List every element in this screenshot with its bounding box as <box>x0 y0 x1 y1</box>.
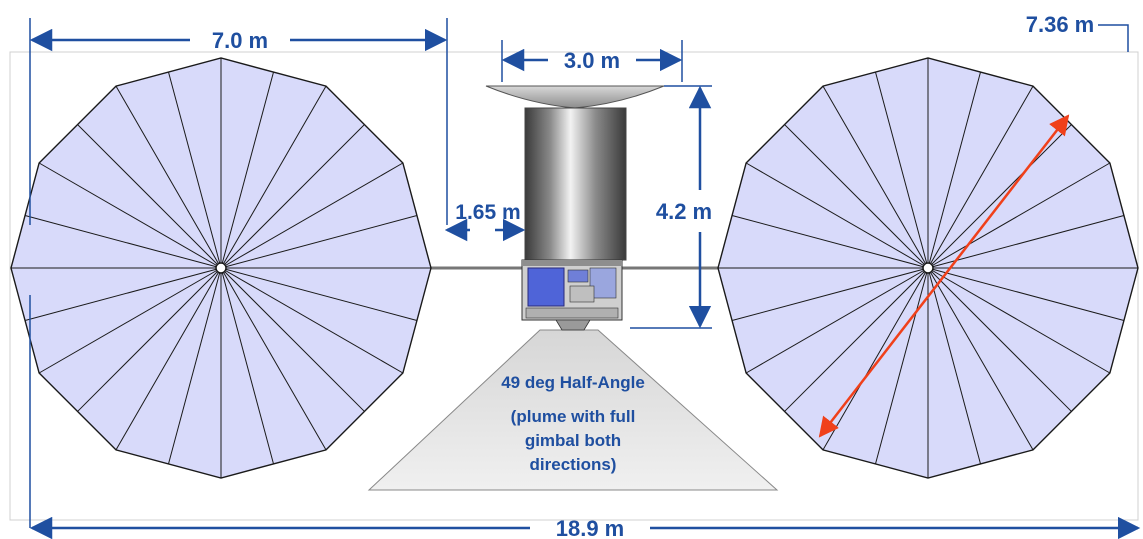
array-rib <box>220 215 418 269</box>
array-rib <box>77 267 222 412</box>
body-height-label: 4.2 m <box>656 199 712 224</box>
offset-label: 1.65 m <box>455 201 520 224</box>
dimension-total-span: 18.9 m <box>29 295 1141 539</box>
array-diagonal-label: 7.36 m <box>1026 12 1095 37</box>
array-rib <box>220 124 365 269</box>
array-width-label: 7.0 m <box>212 28 268 53</box>
left-solar-array <box>10 57 432 479</box>
dimension-body-height: 4.2 m <box>630 85 712 329</box>
array-rib <box>220 267 327 451</box>
right-solar-array <box>717 57 1139 479</box>
array-hub <box>922 262 934 274</box>
array-rib <box>38 162 222 269</box>
dimension-array-width: 7.0 m <box>29 18 448 225</box>
array-rib <box>220 267 365 412</box>
array-rib <box>220 267 418 321</box>
array-rib <box>220 85 327 269</box>
array-rib <box>220 267 404 374</box>
total-span-label: 18.9 m <box>556 516 625 539</box>
frame <box>9 51 1139 521</box>
array-rib <box>77 124 222 269</box>
array-rib <box>115 85 222 269</box>
dimension-dish-width: 3.0 m <box>501 40 683 82</box>
plume-note-line3: directions) <box>530 455 617 474</box>
array-rib <box>24 215 222 269</box>
array-hub <box>215 262 227 274</box>
dish-width-label: 3.0 m <box>564 48 620 73</box>
array-rib <box>115 267 222 451</box>
antenna-dish <box>485 85 665 109</box>
plume-note-line2: gimbal both <box>525 431 621 450</box>
array-rib <box>220 267 274 465</box>
equipment-bus <box>521 259 623 331</box>
array-rib <box>168 71 222 269</box>
array-rib <box>220 162 404 269</box>
dimension-array-diagonal: 7.36 m <box>818 12 1129 438</box>
plume-annotation: 49 deg Half-Angle (plume with full gimba… <box>501 373 645 474</box>
plume-note-line1: (plume with full <box>511 407 636 426</box>
propellant-tank <box>524 107 627 261</box>
dimension-offset: 1.65 m <box>444 201 526 242</box>
array-rib <box>168 267 222 465</box>
array-rib <box>24 267 222 321</box>
array-rib <box>220 71 274 269</box>
array-rib <box>38 267 222 374</box>
plume-angle-label: 49 deg Half-Angle <box>501 373 645 392</box>
